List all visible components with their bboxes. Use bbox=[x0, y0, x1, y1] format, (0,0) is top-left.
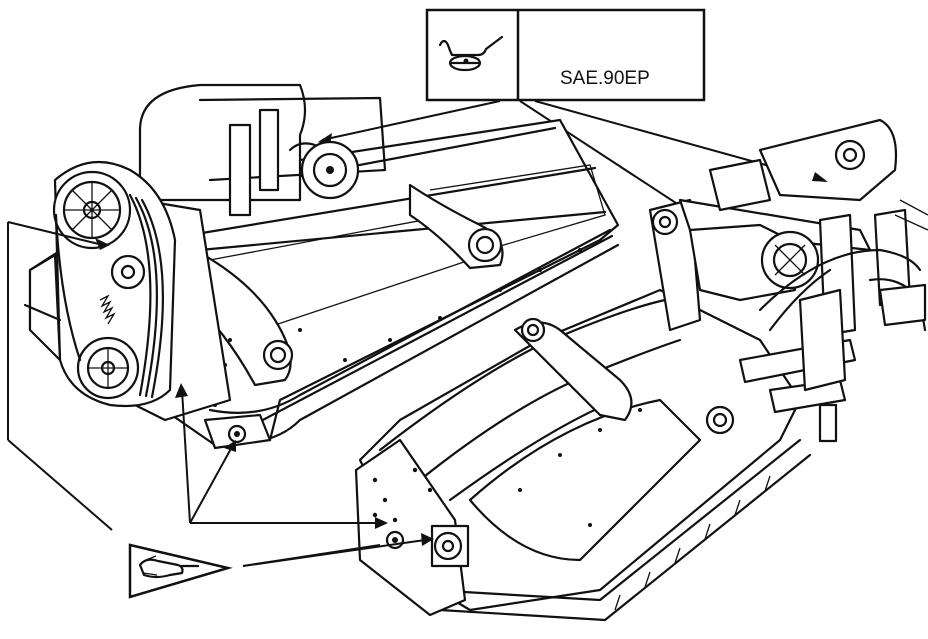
grease-leader-lines bbox=[7, 221, 434, 567]
right-mower-unit bbox=[354, 118, 928, 622]
grease-symbol bbox=[128, 543, 233, 599]
grease-hand-icon bbox=[138, 555, 200, 579]
oil-can-icon bbox=[438, 35, 504, 72]
oil-spec-label: SAE.90EP bbox=[560, 68, 650, 89]
rivets-right bbox=[372, 408, 642, 527]
upper-pulley bbox=[52, 170, 132, 250]
oil-spec-box: SAE.90EP bbox=[425, 8, 706, 102]
left-mower-unit bbox=[23, 83, 620, 450]
skid-teeth bbox=[614, 475, 771, 611]
idler-pulley bbox=[110, 254, 146, 290]
grease-point-right bbox=[385, 524, 470, 568]
grease-point-left bbox=[203, 413, 272, 450]
lower-pulley bbox=[76, 336, 140, 400]
